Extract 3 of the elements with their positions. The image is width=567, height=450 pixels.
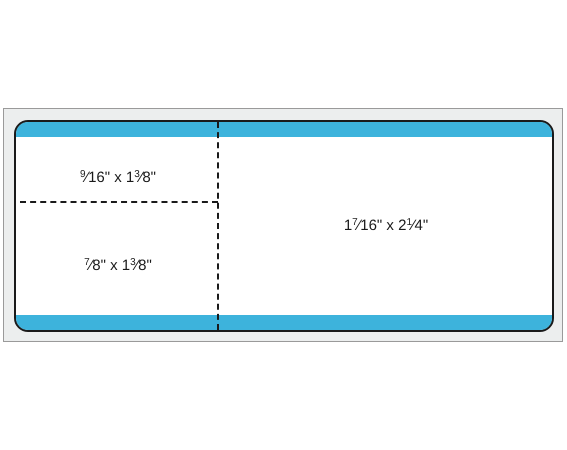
dimension-label: $^{9}$⁄16" x 1$^{3}$⁄8" xyxy=(80,168,156,188)
dimension-label: $^{7}$⁄8" x 1$^{3}$⁄8" xyxy=(84,256,152,276)
dimension-label: 1$^{7}$⁄16" x 2$^{1}$⁄4" xyxy=(344,216,428,236)
